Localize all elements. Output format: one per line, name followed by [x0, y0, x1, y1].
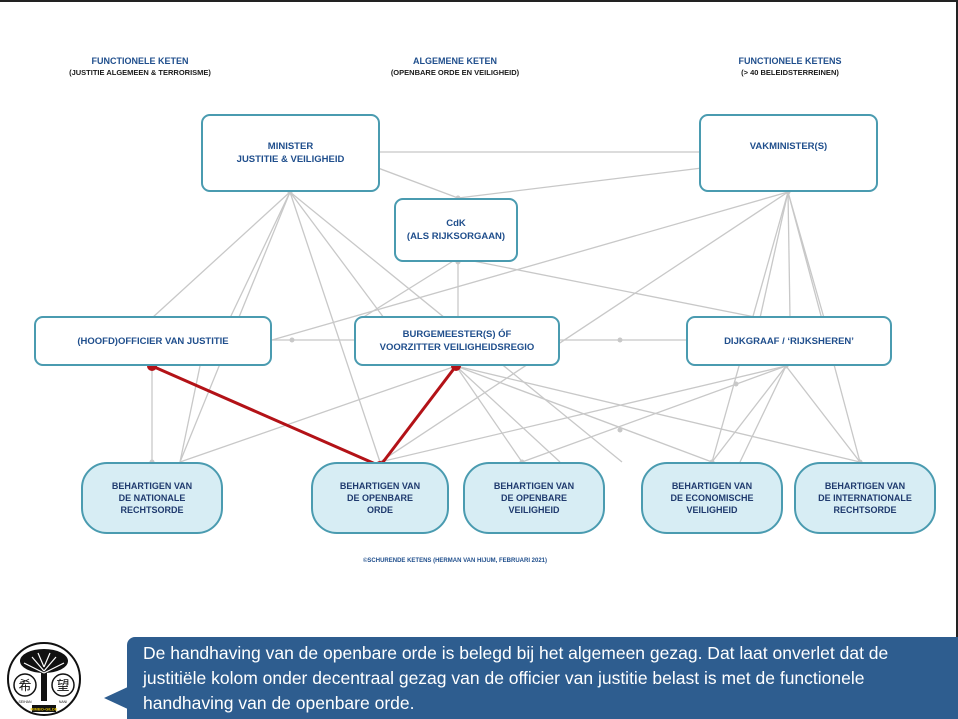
outcome-internationale-line2: DE INTERNATIONALE: [818, 493, 912, 503]
header-left: FUNCTIONELE KETEN (JUSTITIE ALGEMEEN & T…: [50, 56, 230, 78]
node-cdk-line1: CdK: [446, 218, 466, 229]
logo-bottom-text: RIMBO-GILDE: [31, 707, 58, 712]
connector-line: [455, 365, 861, 463]
outcome-openbare-veiligheid: BEHARTIGEN VAN DE OPENBARE VEILIGHEID: [463, 462, 605, 534]
connector-line: [379, 191, 789, 463]
node-officier: (HOOFD)OFFICIER VAN JUSTITIE: [34, 316, 272, 366]
node-cdk: CdK (ALS RIJKSORGAAN): [394, 198, 518, 262]
connector-line: [179, 365, 201, 463]
outcome-nationale-line1: BEHARTIGEN VAN: [111, 481, 193, 491]
highlight-line: [151, 364, 381, 468]
node-vakminister-line1: VAKMINISTER(S): [749, 141, 828, 152]
connector-line: [455, 365, 561, 463]
header-left-title: FUNCTIONELE KETEN: [91, 56, 189, 66]
node-minister-line1: MINISTER: [267, 141, 314, 152]
connector-line: [361, 257, 459, 319]
outcome-internationale: BEHARTIGEN VAN DE INTERNATIONALE RECHTSO…: [794, 462, 936, 534]
copyright-text: ©SCHURENDE KETENS (HERMAN VAN HIJUM, FEB…: [363, 558, 547, 564]
node-burgemeester-line1: BURGEMEESTER(S) ÓF: [402, 329, 512, 340]
header-right-subtitle: (> 40 BELEIDSTERREINEN): [741, 68, 839, 77]
connector-line: [457, 257, 761, 319]
outcome-economische: BEHARTIGEN VAN DE ECONOMISCHE VEILIGHEID: [641, 462, 783, 534]
frame-top-line: [0, 0, 958, 2]
outcome-openbare-veiligheid-line3: VEILIGHEID: [508, 505, 560, 515]
connector-line: [271, 191, 789, 341]
node-vakminister: VAKMINISTER(S): [699, 114, 878, 192]
header-center-subtitle: (OPENBARE ORDE EN VEILIGHEID): [390, 68, 520, 77]
outcome-economische-line1: BEHARTIGEN VAN: [671, 481, 753, 491]
node-minister: MINISTER JUSTITIE & VEILIGHEID: [201, 114, 380, 192]
connector-line: [229, 191, 291, 319]
rimbo-gilde-logo: 希 望 SEIHAN NANI RIMBO-GILDE: [7, 642, 81, 716]
connector-line: [379, 365, 787, 463]
node-minister-line2: JUSTITIE & VEILIGHEID: [236, 154, 345, 165]
highlight-line: [378, 365, 458, 467]
header-right: FUNCTIONELE KETENS (> 40 BELEIDSTERREINE…: [700, 56, 880, 78]
connector-line: [739, 365, 787, 463]
header-right-title: FUNCTIONELE KETENS: [738, 56, 842, 66]
node-burgemeester: BURGEMEESTER(S) ÓF VOORZITTER VEILIGHEID…: [354, 316, 560, 366]
callout-tail: [104, 686, 130, 710]
frame-right-line: [956, 0, 958, 640]
connector-line: [785, 365, 861, 463]
connector-line: [455, 365, 523, 463]
callout-box: De handhaving van de openbare orde is be…: [127, 637, 958, 719]
outcome-nationale-line3: RECHTSORDE: [120, 505, 184, 515]
junction-dot: [289, 337, 295, 343]
outcome-economische-line2: DE ECONOMISCHE: [670, 493, 754, 503]
outcome-internationale-line1: BEHARTIGEN VAN: [824, 481, 906, 491]
outcome-openbare-veiligheid-line1: BEHARTIGEN VAN: [493, 481, 575, 491]
connector-line: [457, 167, 703, 199]
logo-glyph-right: 望: [56, 678, 69, 694]
connector-line: [289, 191, 385, 319]
connector-line: [759, 191, 789, 319]
connector-line: [711, 365, 787, 463]
outcome-nationale-line2: DE NATIONALE: [118, 493, 186, 503]
logo-small-left: SEIHAN: [18, 700, 32, 704]
node-dijkgraaf: DIJKGRAAF / ‘RIJKSHEREN’: [686, 316, 892, 366]
outcome-openbare-orde-line1: BEHARTIGEN VAN: [339, 481, 421, 491]
connector-line: [289, 191, 381, 463]
outcome-internationale-line3: RECHTSORDE: [833, 505, 897, 515]
outcome-openbare-orde-line3: ORDE: [366, 505, 393, 515]
outcome-openbare-veiligheid-line2: DE OPENBARE: [500, 493, 567, 503]
callout-text: De handhaving van de openbare orde is be…: [143, 643, 889, 713]
outcome-openbare-orde: BEHARTIGEN VAN DE OPENBARE ORDE: [311, 462, 449, 534]
connector-line: [521, 365, 787, 463]
connector-line: [151, 191, 291, 319]
node-burgemeester-line2: VOORZITTER VEILIGHEIDSREGIO: [379, 342, 535, 353]
node-dijkgraaf-line1: DIJKGRAAF / ‘RIJKSHEREN’: [724, 335, 854, 347]
node-officier-line1: (HOOFD)OFFICIER VAN JUSTITIE: [77, 335, 229, 347]
junction-dot: [733, 381, 739, 387]
junction-dot: [617, 427, 623, 433]
junction-dot: [617, 337, 623, 343]
outcome-economische-line3: VEILIGHEID: [686, 505, 738, 515]
header-center: ALGEMENE KETEN (OPENBARE ORDE EN VEILIGH…: [355, 56, 555, 78]
node-cdk-line2: (ALS RIJKSORGAAN): [406, 231, 506, 242]
outcome-nationale: BEHARTIGEN VAN DE NATIONALE RECHTSORDE: [81, 462, 223, 534]
connector-line: [787, 191, 791, 319]
outcome-openbare-orde-line2: DE OPENBARE: [346, 493, 413, 503]
connector-line: [377, 167, 459, 199]
header-center-title: ALGEMENE KETEN: [412, 56, 497, 66]
connector-line: [179, 365, 457, 463]
logo-glyph-left: 希: [18, 679, 31, 694]
header-left-subtitle: (JUSTITIE ALGEMEEN & TERRORISME): [69, 68, 211, 77]
logo-small-right: NANI: [59, 700, 67, 704]
